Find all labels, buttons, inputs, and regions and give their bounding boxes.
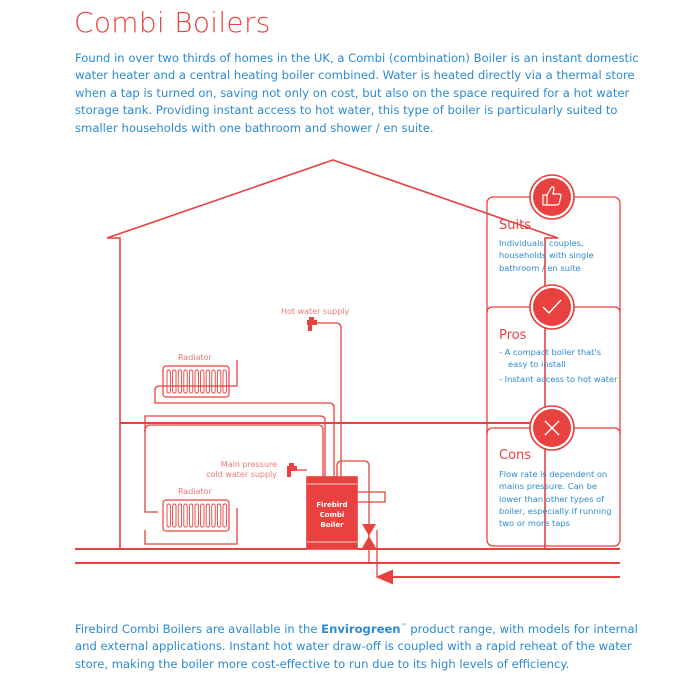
pros-item-1: - A compact boiler that's easy to instal…: [499, 347, 602, 370]
radiator-lower-icon: [162, 499, 230, 532]
suits-text: Individuals, couples, households with si…: [499, 238, 594, 273]
boiler-label-3: Boiler: [320, 521, 344, 529]
valve-icon: [362, 524, 376, 536]
radiator-fin: [177, 369, 183, 394]
outro-paragraph: Firebird Combi Boilers are available in …: [75, 618, 655, 673]
radiator-fin: [188, 503, 194, 528]
cons-heading: Cons: [499, 448, 532, 463]
radiator-lower-label: Radiator: [178, 487, 213, 496]
flow-arrow-icon: [375, 569, 393, 585]
ground-lines: [75, 548, 620, 585]
radiator-upper-icon: [162, 365, 230, 398]
cold-water-label-1: Main pressure: [221, 460, 277, 469]
outro-text-2: product range, with models for internal …: [75, 621, 638, 671]
boiler-label-2: Combi: [320, 511, 345, 519]
radiator-fin: [172, 503, 177, 528]
radiator-fin: [166, 369, 171, 394]
radiator-fin: [194, 369, 199, 394]
hot-tap-icon: [307, 317, 317, 331]
pros-heading: Pros: [499, 328, 527, 343]
radiator-fin: [222, 503, 227, 528]
radiator-fin: [194, 503, 199, 528]
radiator-fin: [216, 369, 222, 394]
radiator-fin: [188, 369, 194, 394]
radiator-fin: [177, 503, 183, 528]
radiator-fin: [172, 369, 177, 394]
cons-text: Flow rate is dependent on mains pressure…: [499, 469, 612, 529]
cold-tap-icon: [287, 463, 297, 477]
brand-name: Envirogreen: [321, 621, 401, 636]
radiator-fin: [200, 503, 205, 528]
cons-card: Cons Flow rate is dependent on mains pre…: [487, 428, 620, 546]
hot-water-label: Hot water supply: [281, 307, 350, 316]
house-outline: [106, 159, 559, 550]
radiator-fin: [222, 369, 227, 394]
cold-water-label-2: cold water supply: [206, 470, 277, 479]
radiator-fin: [183, 503, 188, 528]
suits-card: Suits Individuals, couples, households w…: [487, 197, 620, 307]
trademark: ™: [400, 623, 407, 630]
radiator-fin: [216, 503, 222, 528]
pipes: [144, 322, 386, 577]
boiler-label-1: Firebird: [316, 501, 347, 509]
boiler: Firebird Combi Boiler: [306, 476, 358, 550]
radiator-fin: [205, 369, 211, 394]
suits-heading: Suits: [499, 218, 531, 233]
check-icon: [529, 284, 575, 330]
radiator-fin: [211, 369, 216, 394]
radiator-fin: [166, 503, 171, 528]
radiator-upper-label: Radiator: [178, 353, 213, 362]
pros-item-2: - Instant access to hot water: [499, 374, 618, 384]
radiator-fin: [205, 503, 211, 528]
pros-card: Pros - A compact boiler that's easy to i…: [487, 307, 620, 428]
outro-text-1: Firebird Combi Boilers are available in …: [75, 621, 322, 636]
page-title: Combi Boilers: [74, 6, 271, 39]
intro-paragraph: Found in over two thirds of homes in the…: [75, 51, 639, 135]
radiator-fin: [200, 369, 205, 394]
radiator-fin: [183, 369, 188, 394]
thumbs-up-icon: [529, 174, 575, 220]
cross-icon: [529, 405, 575, 451]
radiator-fin: [211, 503, 216, 528]
